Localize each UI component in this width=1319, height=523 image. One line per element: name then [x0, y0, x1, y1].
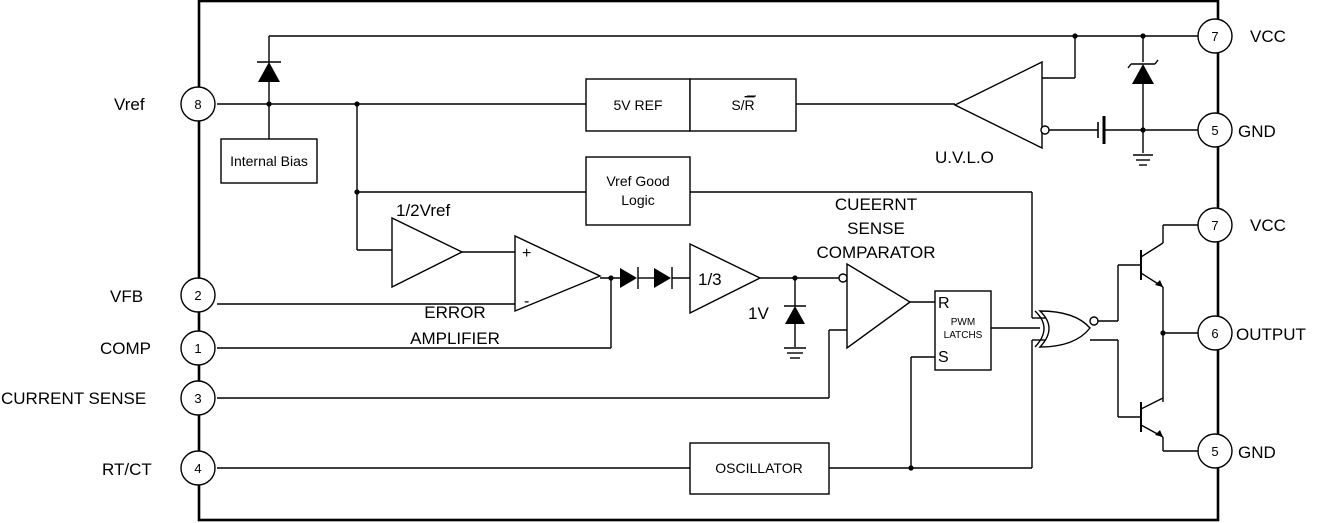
internal-bias-label: Internal Bias: [230, 153, 308, 169]
pin-vfb: 2: [180, 277, 216, 313]
capacitor-icon: [1097, 116, 1106, 144]
current-sense-comparator: [846, 262, 912, 350]
sr-block: [689, 78, 797, 132]
pin-number: 2: [194, 288, 201, 303]
junction: [1140, 33, 1146, 39]
pin-label-comp: COMP: [100, 339, 151, 358]
junction: [354, 189, 360, 195]
junction: [266, 101, 272, 107]
pin-label-vcc-top: VCC: [1250, 27, 1286, 46]
uvlo-label: U.V.L.O: [935, 148, 994, 167]
ref-5v-label: 5V REF: [613, 97, 662, 113]
pin-number: 5: [1211, 123, 1218, 138]
chip-outline: [197, 0, 1220, 522]
pin-number: 4: [194, 461, 201, 476]
pwm-label-2: LATCHS: [944, 330, 983, 341]
pwm-latch-block: [934, 290, 992, 371]
pin-number: 7: [1211, 218, 1218, 233]
nor-gate: [1032, 310, 1118, 348]
ref-5v-block: [585, 78, 691, 132]
csc-label-1: CUEERNT: [835, 195, 917, 214]
pwm-r-label: R: [938, 295, 950, 312]
diode-icon: [654, 267, 690, 289]
internal-bias-block: [220, 138, 318, 184]
pin-number: 6: [1211, 326, 1218, 341]
vref-wires: [217, 103, 955, 251]
sr-label: S/R: [731, 97, 754, 113]
error-amplifier: [514, 234, 602, 313]
pin-vcc-out: 7: [1197, 207, 1233, 243]
junction: [1160, 330, 1166, 336]
arrow-icon: [1155, 280, 1163, 287]
diode-icon: [620, 267, 654, 289]
vref-good-logic-block: [585, 156, 691, 226]
uvlo-comparator: [953, 60, 1043, 150]
junction: [354, 101, 360, 107]
pin-label-vcc-out: VCC: [1250, 216, 1286, 235]
pin-label-output: OUTPUT: [1236, 325, 1306, 344]
pin-number: 7: [1211, 29, 1218, 44]
vref-good-label-1: Vref Good: [606, 173, 669, 189]
arrow-icon: [1155, 430, 1163, 437]
zener-diode-icon: [1127, 59, 1159, 84]
pin-number: 3: [194, 391, 201, 406]
divider-label: 1/3: [698, 270, 722, 289]
pin-number: 8: [194, 97, 201, 112]
junction: [1072, 33, 1078, 39]
sr-bar-label: R: [745, 97, 755, 113]
half-vref-label: 1/2Vref: [396, 201, 450, 220]
pwm-s-label: S: [938, 349, 949, 366]
pin-comp: 1: [180, 330, 216, 366]
pin-vref: 8: [180, 86, 216, 122]
ground-icon: [784, 347, 806, 359]
zener-diode-icon: [257, 61, 281, 104]
pin-number: 5: [1211, 444, 1218, 459]
csc-label-3: COMPARATOR: [816, 243, 935, 262]
pin-label-vfb: VFB: [110, 287, 143, 306]
pin-label-gnd-top: GND: [1238, 122, 1276, 141]
error-amp-label-1: ERROR: [424, 303, 485, 322]
zener-diode-icon: [784, 278, 806, 347]
pin-gnd-top: 5: [1197, 112, 1233, 148]
inversion-bubble: [838, 273, 848, 283]
divider-buffer: [689, 242, 762, 315]
minus-sign: -: [524, 293, 529, 310]
pin-label-rtct: RT/CT: [102, 460, 152, 479]
pin-label-current-sense: CURRENT SENSE: [1, 389, 146, 408]
csc-label-2: SENSE: [847, 219, 905, 238]
pwm-label-1: PWM: [951, 317, 975, 328]
half-vref-buffer: [391, 216, 464, 289]
output-stage-wires: [1117, 224, 1198, 452]
ground-icon: [1133, 154, 1153, 166]
pin-rtct: 4: [180, 450, 216, 486]
inversion-bubble: [1040, 125, 1050, 135]
vref-good-label-2: Logic: [621, 192, 654, 208]
pin-output: 6: [1197, 315, 1233, 351]
pin-label-vref: Vref: [114, 95, 145, 114]
oscillator-label: OSCILLATOR: [715, 460, 802, 476]
oscillator-block: [689, 442, 830, 495]
vcc-rail-wires: [268, 35, 1198, 153]
plus-sign: +: [522, 245, 531, 262]
pin-gnd-out: 5: [1197, 433, 1233, 469]
pin-label-gnd-out: GND: [1238, 443, 1276, 462]
one-volt-label: 1V: [748, 304, 769, 323]
error-amp-label-2: AMPLIFIER: [410, 329, 500, 348]
junction: [608, 275, 614, 281]
pin-number: 1: [194, 341, 201, 356]
junction: [908, 465, 914, 471]
pin-vcc-top: 7: [1197, 18, 1233, 54]
junction: [1140, 127, 1146, 133]
pin-current-sense: 3: [180, 380, 216, 416]
